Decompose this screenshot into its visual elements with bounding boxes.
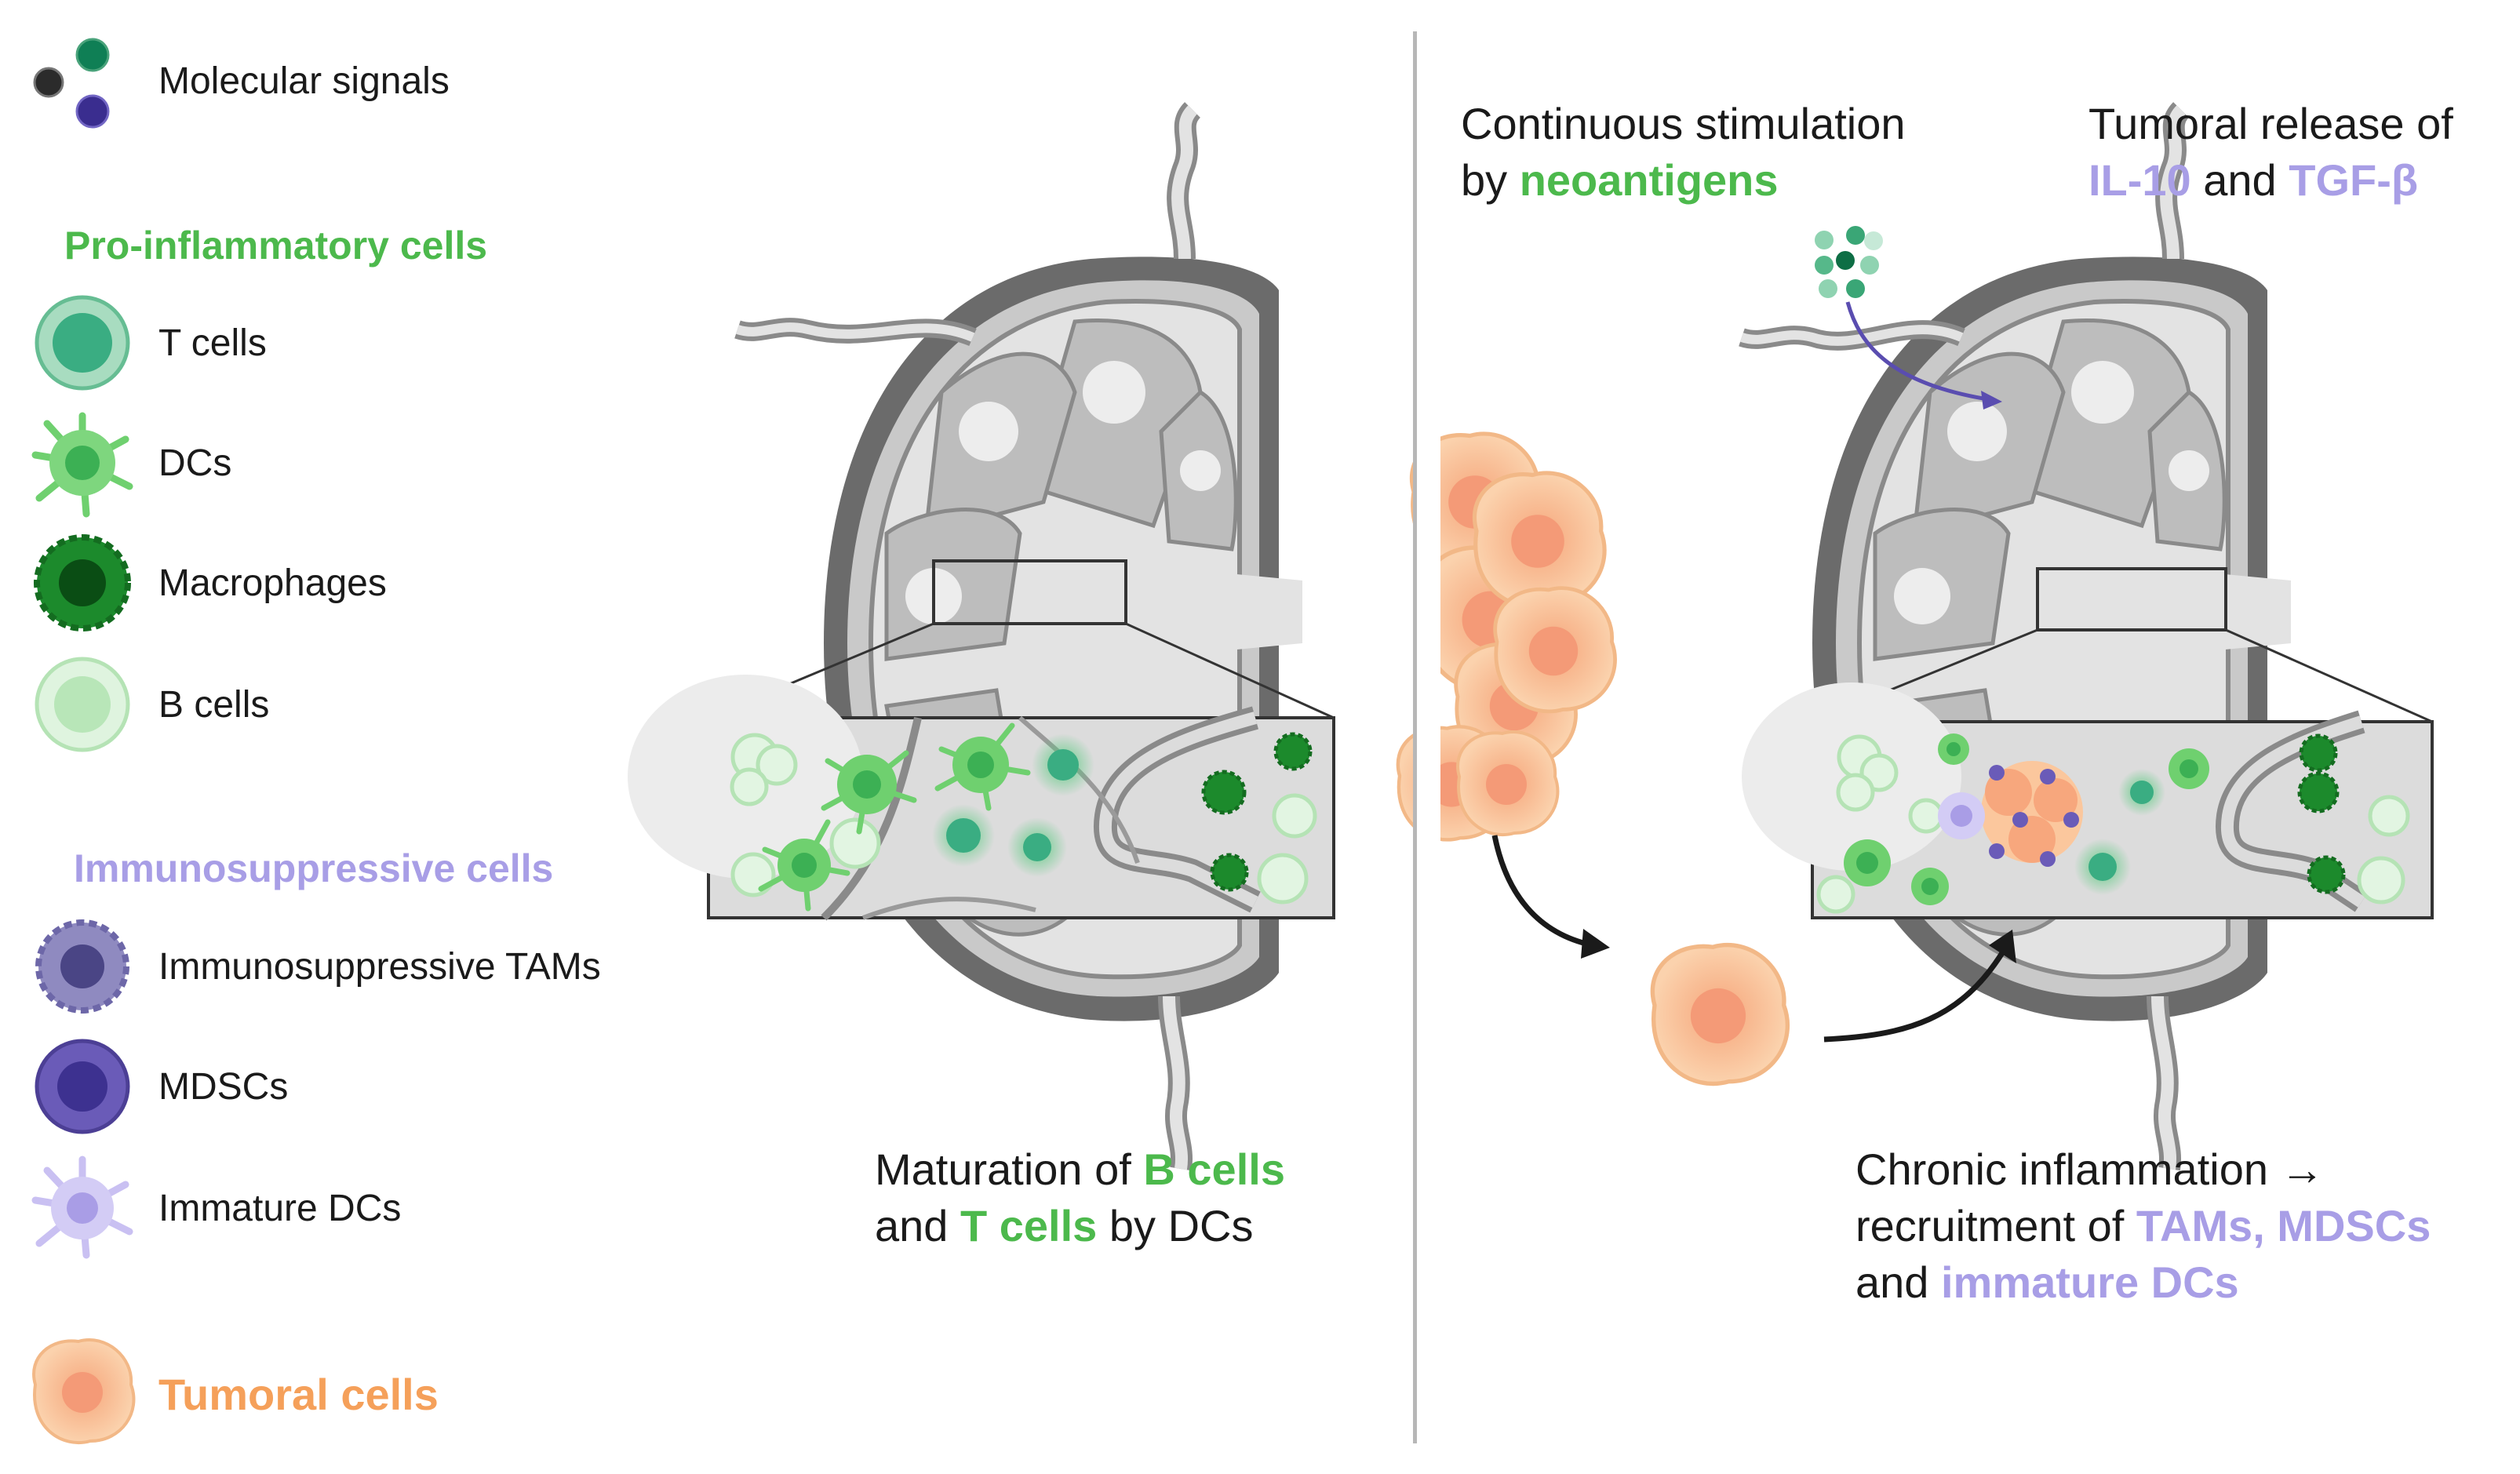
panel-divider bbox=[1413, 31, 1417, 1443]
t-cell-icon bbox=[35, 295, 130, 391]
caption-text: Maturation of bbox=[875, 1145, 1144, 1194]
immature-dc-icon bbox=[31, 1156, 133, 1259]
caption-text: recruitment of bbox=[1855, 1201, 2136, 1250]
legend-t-cells: T cells bbox=[158, 322, 267, 364]
b-cell-icon bbox=[35, 657, 130, 752]
chronic-inflammation-caption: Chronic inflammation → recruitment of TA… bbox=[1855, 1141, 2431, 1311]
caption-text: and bbox=[1855, 1257, 1941, 1307]
migrating-tumor-cell bbox=[1652, 945, 1787, 1084]
tam-icon bbox=[35, 919, 129, 1014]
release-line-2: IL-10 and TGF-β bbox=[2088, 152, 2453, 209]
molecular-signals-icon bbox=[33, 38, 110, 129]
legend-molecular-signals: Molecular signals bbox=[158, 60, 450, 102]
caption-t-cells: T cells bbox=[960, 1201, 1098, 1250]
release-line-1: Tumoral release of bbox=[2088, 99, 2453, 148]
legend-immunosuppressive-header: Immunosuppressive cells bbox=[74, 846, 554, 890]
legend-macrophages: Macrophages bbox=[158, 562, 387, 604]
caption-text: and bbox=[2190, 155, 2289, 205]
zoom-box-right bbox=[1742, 567, 2434, 919]
caption-text: by DCs bbox=[1097, 1201, 1254, 1250]
legend-tams: Immunosuppressive TAMs bbox=[158, 946, 601, 988]
stimulation-caption: Continuous stimulation by neoantigens bbox=[1461, 96, 1906, 209]
caption-tgfb: TGF-β bbox=[2289, 155, 2419, 205]
legend-tumoral-cells: Tumoral cells bbox=[158, 1370, 439, 1419]
dc-icon bbox=[31, 412, 133, 518]
caption-il10: IL-10 bbox=[2088, 155, 2191, 205]
caption-text: and bbox=[875, 1201, 960, 1250]
caption-text: by bbox=[1461, 155, 1520, 205]
stimulation-line-2: by neoantigens bbox=[1461, 152, 1906, 209]
left-caption-line-2: and T cells by DCs bbox=[875, 1198, 1285, 1254]
legend-dcs: DCs bbox=[158, 442, 232, 484]
caption-immature-dcs: immature DCs bbox=[1941, 1257, 2239, 1307]
legend-immature-dcs: Immature DCs bbox=[158, 1188, 402, 1229]
neoantigen-signals bbox=[1815, 226, 2002, 409]
tumoral-cell-icon bbox=[32, 1338, 136, 1445]
stimulation-line-1: Continuous stimulation bbox=[1461, 99, 1906, 148]
chronic-line-3: and immature DCs bbox=[1855, 1254, 2431, 1311]
lymph-node-left bbox=[734, 110, 1302, 1169]
caption-tams-mdscs: TAMs, MDSCs bbox=[2136, 1201, 2431, 1250]
caption-b-cells: B cells bbox=[1143, 1145, 1285, 1194]
metastasis-arrows bbox=[1491, 835, 2007, 1043]
release-caption: Tumoral release of IL-10 and TGF-β bbox=[2088, 96, 2453, 209]
caption-neoantigens: neoantigens bbox=[1519, 155, 1779, 205]
mdsc-icon bbox=[35, 1039, 130, 1134]
chronic-line-1: Chronic inflammation → bbox=[1855, 1145, 2325, 1194]
chronic-line-2: recruitment of TAMs, MDSCs bbox=[1855, 1198, 2431, 1254]
legend-mdscs: MDSCs bbox=[158, 1066, 289, 1108]
lymph-node-right bbox=[1739, 110, 2291, 1169]
legend-pro-inflammatory-header: Pro-inflammatory cells bbox=[64, 224, 488, 268]
legend-b-cells: B cells bbox=[158, 684, 270, 726]
macrophage-icon bbox=[34, 534, 131, 631]
left-caption-line-1: Maturation of B cells bbox=[875, 1141, 1285, 1198]
zoom-box-left bbox=[628, 559, 1335, 921]
left-caption: Maturation of B cells and T cells by DCs bbox=[875, 1141, 1285, 1254]
